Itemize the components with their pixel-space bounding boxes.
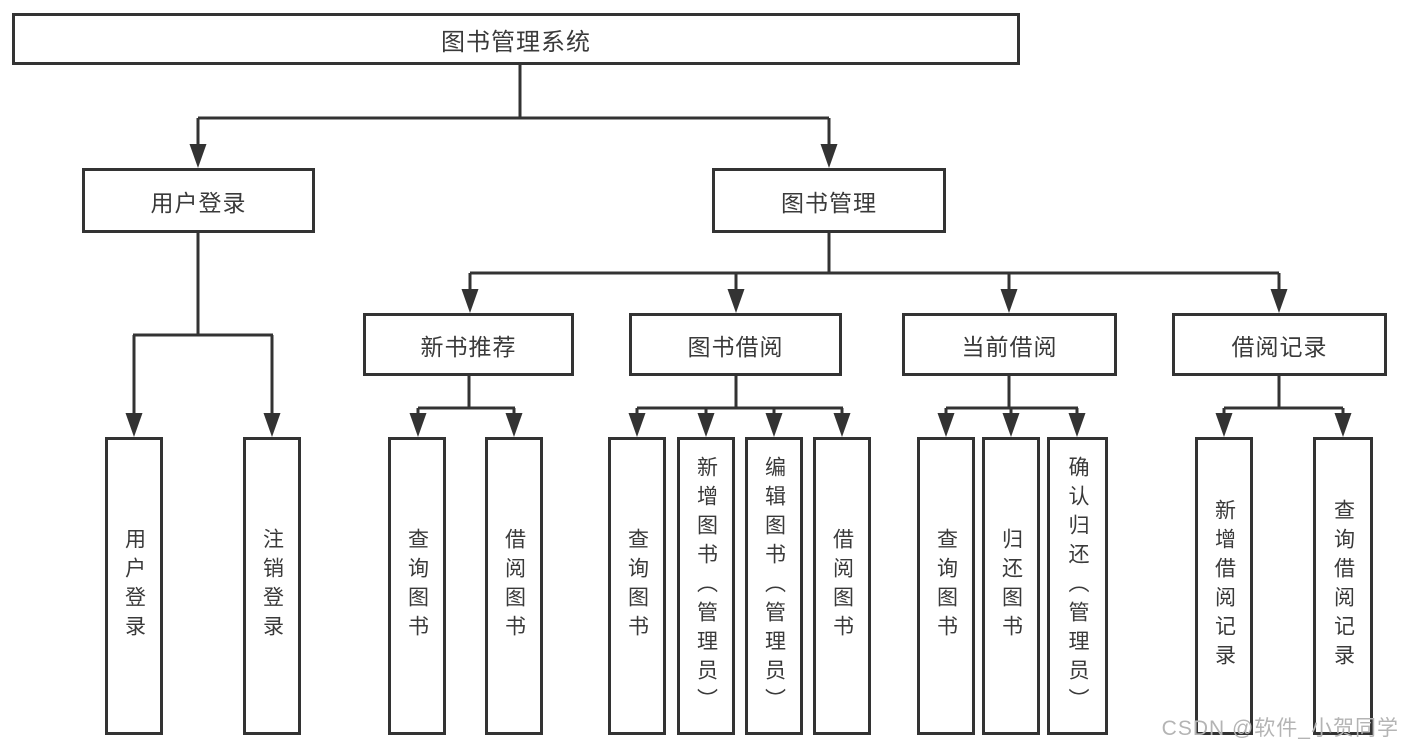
node-label: 借阅记录	[1231, 333, 1328, 360]
node-label: 图书管理系统	[441, 28, 591, 56]
node-label: 当前借阅	[961, 333, 1058, 360]
node-label: 查询图书	[625, 528, 649, 644]
leaf-logout: 注销登录	[243, 437, 301, 735]
node-label: 用户登录	[150, 189, 247, 216]
leaf-user-login: 用户登录	[105, 437, 163, 735]
leaf-newrec-borrow-books: 借阅图书	[485, 437, 543, 735]
node-label: 借阅图书	[830, 528, 854, 644]
node-label: 注销登录	[260, 528, 284, 644]
node-label: 用户登录	[122, 528, 146, 644]
node-root-library-system: 图书管理系统	[12, 13, 1020, 65]
node-label: 借阅图书	[502, 528, 526, 644]
node-label: 图书管理	[781, 189, 877, 216]
arrowheads	[125, 144, 1352, 437]
leaf-borrow-query-books: 查询图书	[608, 437, 666, 735]
node-label: 确认归还（管理员）	[1066, 455, 1089, 717]
node-label: 新增借阅记录	[1212, 499, 1236, 673]
leaf-current-query-books: 查询图书	[917, 437, 975, 735]
leaf-add-borrow-record: 新增借阅记录	[1195, 437, 1253, 735]
csdn-watermark: CSDN @软件_小贺同学	[1161, 717, 1399, 740]
node-label: 新增图书（管理员）	[694, 455, 718, 717]
leaf-edit-book-admin: 编辑图书（管理员）	[745, 437, 803, 735]
node-borrow-records: 借阅记录	[1172, 313, 1387, 376]
node-new-book-recommend: 新书推荐	[363, 313, 574, 376]
node-label: 归还图书	[999, 528, 1023, 644]
node-book-management: 图书管理	[712, 168, 946, 233]
node-user-login: 用户登录	[82, 168, 315, 233]
node-label: 查询图书	[405, 528, 429, 644]
node-label: 编辑图书（管理员）	[762, 455, 786, 717]
node-book-borrow: 图书借阅	[629, 313, 842, 376]
node-label: 查询图书	[934, 528, 958, 644]
leaf-add-book-admin: 新增图书（管理员）	[677, 437, 735, 735]
node-label: 新书推荐	[420, 333, 517, 360]
leaf-return-books: 归还图书	[982, 437, 1040, 735]
leaf-newrec-query-books: 查询图书	[388, 437, 446, 735]
node-label: 图书借阅	[687, 333, 784, 360]
leaf-borrow-borrow-books: 借阅图书	[813, 437, 871, 735]
node-label: 查询借阅记录	[1331, 499, 1355, 673]
leaf-query-borrow-record: 查询借阅记录	[1313, 437, 1373, 735]
node-current-borrow: 当前借阅	[902, 313, 1117, 376]
leaf-confirm-return-admin: 确认归还（管理员）	[1047, 437, 1108, 735]
